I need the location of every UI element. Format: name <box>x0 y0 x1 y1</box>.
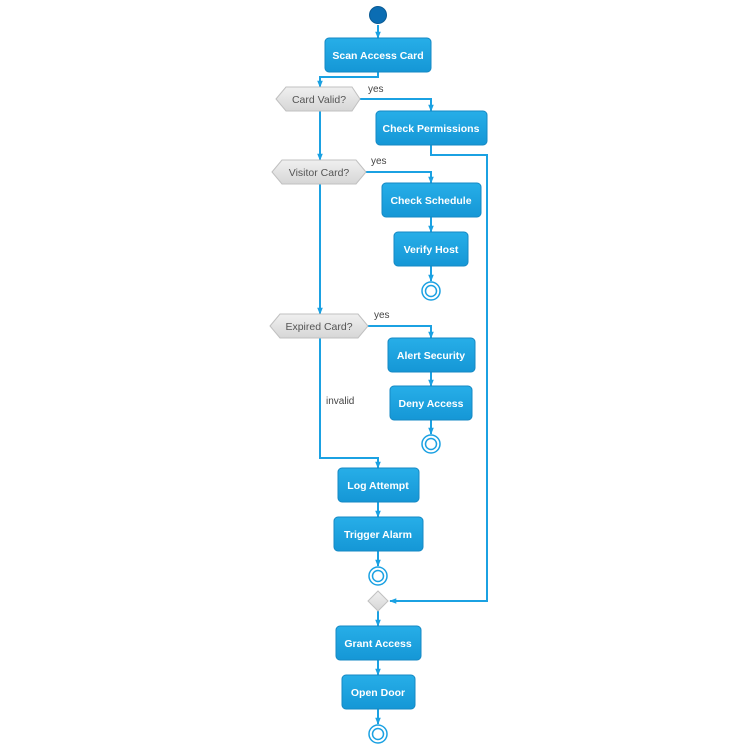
activity-deny-access[interactable]: Deny Access <box>389 385 473 421</box>
decision-expired-card[interactable]: Expired Card? <box>269 313 369 339</box>
edge-visitor-yes <box>364 171 434 184</box>
edge-card-valid-yes <box>360 98 434 112</box>
activity-label: Open Door <box>351 687 405 699</box>
edge-label-expired-card-yes: yes <box>374 310 390 321</box>
activity-check-permissions[interactable]: Check Permissions <box>375 110 488 146</box>
edge-label-visitor-card-yes: yes <box>371 156 387 167</box>
activity-open-door[interactable]: Open Door <box>341 674 416 710</box>
activity-label: Check Schedule <box>390 195 471 207</box>
edge-expired-invalid <box>319 338 381 469</box>
end-node-deny-access <box>421 434 441 454</box>
end-node-verify-host <box>421 281 441 301</box>
decision-label: Visitor Card? <box>289 167 350 179</box>
decision-label: Expired Card? <box>285 321 352 333</box>
decision-card-valid[interactable]: Card Valid? <box>275 86 361 112</box>
edges <box>317 25 488 725</box>
activity-label: Grant Access <box>344 638 411 650</box>
activity-log-attempt[interactable]: Log Attempt <box>337 467 420 503</box>
activity-label: Verify Host <box>404 244 459 256</box>
end-node-open-door <box>368 724 388 744</box>
start-node <box>369 6 387 24</box>
activity-grant-access[interactable]: Grant Access <box>335 625 422 661</box>
activity-check-schedule[interactable]: Check Schedule <box>381 182 482 218</box>
activity-label: Log Attempt <box>347 480 409 492</box>
activity-alert-security[interactable]: Alert Security <box>387 337 476 373</box>
activity-label: Alert Security <box>397 350 465 362</box>
edge-label-invalid: invalid <box>326 396 354 407</box>
activity-label: Scan Access Card <box>332 50 423 62</box>
activity-trigger-alarm[interactable]: Trigger Alarm <box>333 516 424 552</box>
activity-label: Check Permissions <box>383 123 480 135</box>
edge-label-card-valid-yes: yes <box>368 84 384 95</box>
activity-scan-access-card[interactable]: Scan Access Card <box>324 37 432 73</box>
end-node-trigger-alarm <box>368 566 388 586</box>
decision-label: Card Valid? <box>292 94 346 106</box>
activity-verify-host[interactable]: Verify Host <box>393 231 469 267</box>
edge-permissions-to-merge <box>389 145 488 604</box>
activity-label: Deny Access <box>399 398 464 410</box>
edge-expired-yes <box>366 325 434 339</box>
merge-node <box>367 590 389 612</box>
edge-scan-to-card-valid <box>317 72 379 88</box>
activity-label: Trigger Alarm <box>344 529 412 541</box>
decision-visitor-card[interactable]: Visitor Card? <box>271 159 367 185</box>
